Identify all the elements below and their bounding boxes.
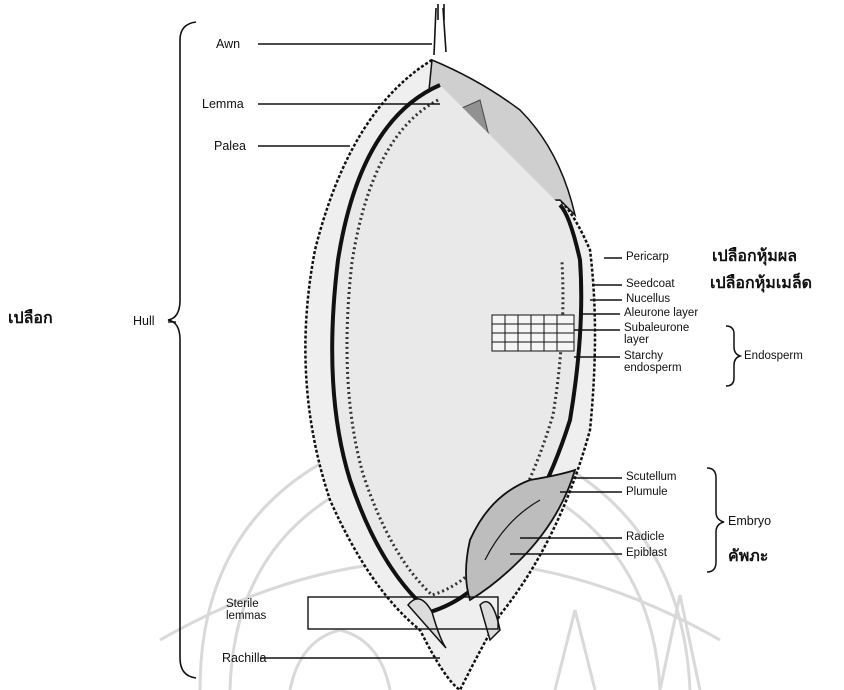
radicle-label: Radicle [626,531,664,543]
sterile-lemmas-label: Sterile lemmas [226,598,266,622]
rachilla-label: Rachilla [222,652,266,665]
lemma-label: Lemma [202,98,244,111]
plumule-label: Plumule [626,486,668,498]
epiblast-label: Epiblast [626,547,667,559]
seedcoat-label: Seedcoat [626,278,675,290]
starchy-endosperm-label: Starchy endosperm [624,350,682,374]
aleurone-label: Aleurone layer [624,307,698,319]
seedcoat-thai-label: เปลือกหุ้มเมล็ด [710,275,812,292]
endosperm-bracket [726,326,740,386]
embryo-group-label: Embryo [728,515,771,528]
awn-shape [434,4,446,55]
embryo-thai-label: คัพภะ [728,548,768,565]
embryo-bracket [707,468,724,572]
nucellus-label: Nucellus [626,293,670,305]
palea-label: Palea [214,140,246,153]
hull-label: Hull [133,315,155,328]
endosperm-group-label: Endosperm [744,350,803,362]
subaleurone-label: Subaleurone layer [624,322,689,346]
hull-thai-label: เปลือก [8,310,53,327]
endosperm-cells [492,315,574,351]
awn-label: Awn [216,38,240,51]
hull-bracket [168,22,196,678]
pericarp-label: Pericarp [626,251,669,263]
pericarp-thai-label: เปลือกหุ้มผล [712,248,797,265]
scutellum-label: Scutellum [626,471,677,483]
